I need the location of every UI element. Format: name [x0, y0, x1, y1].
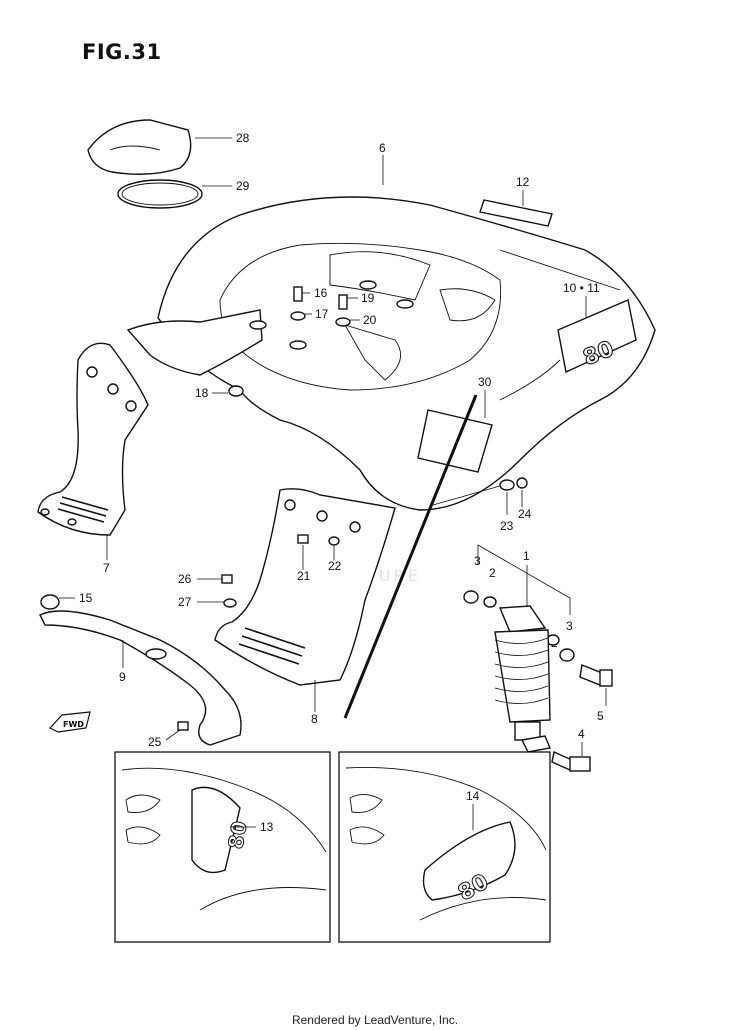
- fastener-group-top: 16 17 19 20: [249, 280, 414, 350]
- part-8-rear-guard: 8: [214, 488, 396, 726]
- callout-5: 5: [597, 709, 604, 723]
- callout-30: 30: [478, 375, 492, 389]
- part-30-pad: 30: [417, 375, 493, 473]
- callout-26: 26: [178, 572, 192, 586]
- footer-credit: Rendered by LeadVenture, Inc.: [291, 1013, 459, 1027]
- callout-23: 23: [500, 519, 514, 533]
- callout-19: 19: [361, 291, 375, 305]
- callout-20: 20: [363, 313, 377, 327]
- part-21-22-screw-washer: 21 22: [297, 534, 342, 583]
- callout-27: 27: [178, 595, 192, 609]
- fwd-label: FWD: [63, 720, 84, 729]
- callout-15: 15: [79, 591, 93, 605]
- callout-7: 7: [103, 561, 110, 575]
- part-12-decal-strip: 12: [479, 175, 553, 227]
- part-4-bolt: 4: [551, 727, 591, 772]
- part-1-shock-absorber: 3 3 1 2 2: [463, 544, 575, 753]
- callout-16: 16: [314, 286, 328, 300]
- callout-4: 4: [578, 727, 585, 741]
- inset-panel-13: 80 13: [114, 751, 331, 943]
- part-5-bolt: 5: [579, 664, 613, 723]
- reference-line: [343, 394, 478, 719]
- callout-17: 17: [315, 307, 329, 321]
- callout-28: 28: [236, 131, 250, 145]
- callout-25: 25: [148, 735, 162, 749]
- part-29-ring: 29: [117, 179, 250, 209]
- callout-1: 1: [523, 549, 530, 563]
- part-18-nut: 18: [195, 385, 244, 400]
- callout-21: 21: [297, 569, 311, 583]
- callout-29: 29: [236, 179, 250, 193]
- part-28-seat-pad: 28: [87, 119, 250, 175]
- callout-24: 24: [518, 507, 532, 521]
- fwd-arrow-icon: FWD: [49, 711, 91, 733]
- callout-8: 8: [311, 712, 318, 726]
- callout-3-right: 3: [566, 619, 573, 633]
- part-7-left-guard: 7: [37, 342, 149, 575]
- callout-14: 14: [466, 789, 480, 803]
- callout-9: 9: [119, 670, 126, 684]
- figure-title: FIG.31: [82, 40, 162, 64]
- callout-18: 18: [195, 386, 209, 400]
- inset-panel-14: 80 14: [338, 751, 551, 943]
- part-23-24-washer-nut: 23 24: [432, 477, 532, 533]
- part-6-tail-cover: 6: [157, 141, 656, 511]
- part-6-left-flap: [126, 309, 263, 376]
- callout-13: 13: [260, 820, 274, 834]
- callout-6: 6: [379, 141, 386, 155]
- callout-2-left: 2: [489, 566, 496, 580]
- callout-3-left: 3: [474, 554, 481, 568]
- callout-22: 22: [328, 559, 342, 573]
- part-9-15-bracket: 15 9 25: [39, 591, 242, 749]
- inset13-badge-text: 80: [223, 819, 251, 851]
- callout-12: 12: [516, 175, 530, 189]
- callout-10-11: 10 • 11: [563, 281, 600, 295]
- part-26-27-fasteners: 26 27: [178, 572, 237, 609]
